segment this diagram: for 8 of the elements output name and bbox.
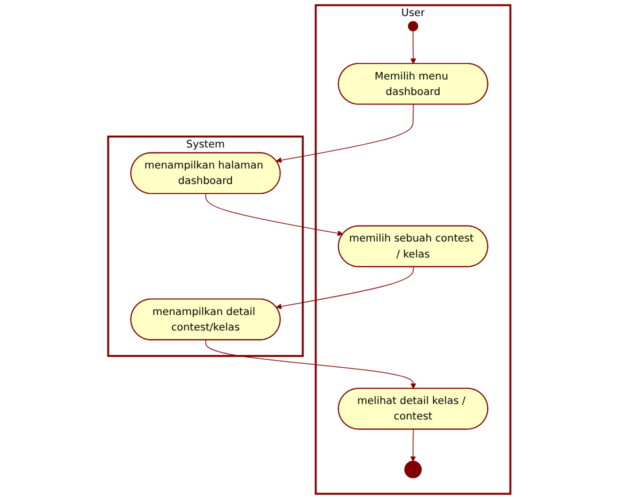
arrow — [206, 193, 344, 236]
node-bullseye — [404, 460, 422, 478]
arrow — [276, 104, 414, 163]
arrow — [276, 266, 414, 310]
arrow — [206, 340, 416, 389]
arrow — [410, 30, 416, 64]
node-circle — [408, 21, 418, 32]
arrow — [410, 429, 416, 462]
